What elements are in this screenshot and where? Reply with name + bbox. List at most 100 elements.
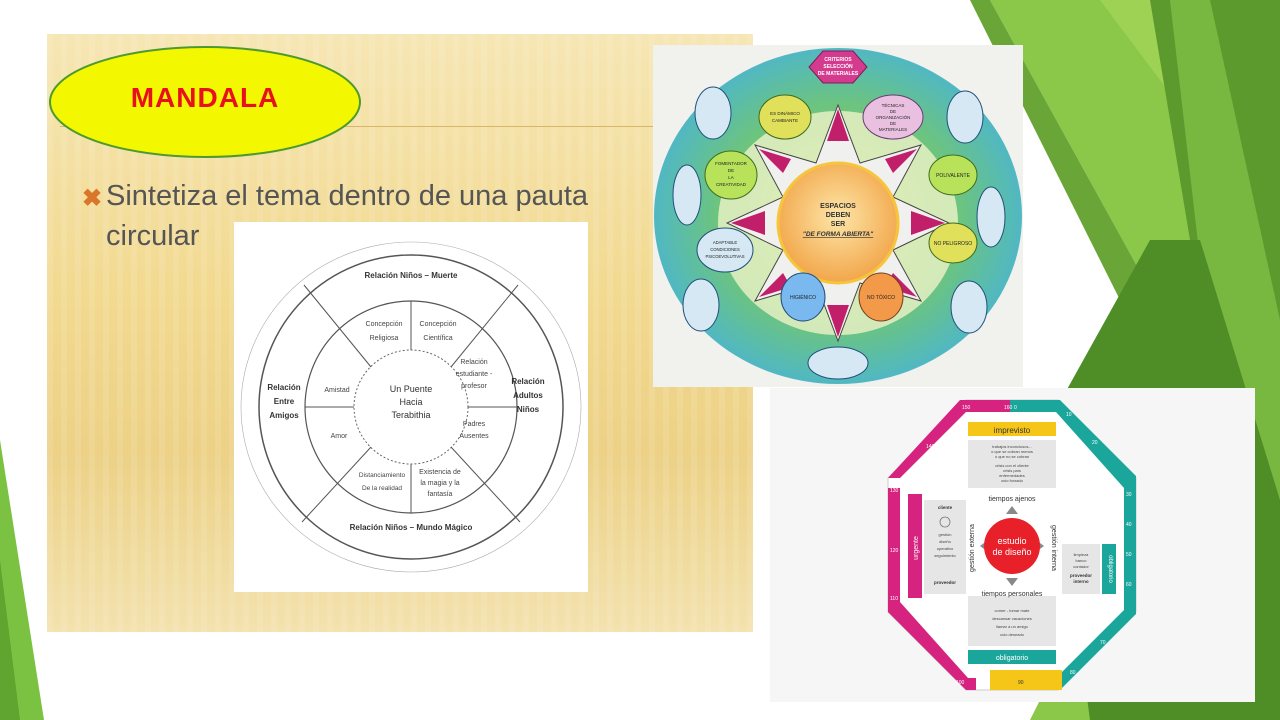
right-note-5: interno [1073, 579, 1089, 584]
estudio-right-label: obligatorio [1107, 555, 1113, 583]
petal-no-peligroso: NO PELIGROSO [934, 241, 972, 247]
estudio-center-2: de diseño [992, 547, 1031, 557]
scale-ticks: 150 160 0 10 20 30 40 50 60 70 80 90 100… [890, 405, 1132, 686]
espacios-top-label-1: CRITERIOS [824, 57, 852, 63]
espacios-center-2: DEBEN [826, 212, 851, 219]
segment-amistad: Amistad [324, 387, 349, 394]
segment-concepcion-religiosa-1: Concepción [366, 321, 403, 328]
relacion-diagram-image: Relación Niños – Muerte Relación Niños –… [234, 222, 588, 592]
right-note-3: contador [1073, 564, 1089, 569]
petal-fomentador-2: DE [728, 168, 734, 173]
petal-tecnicas-2: DE [890, 109, 896, 114]
axis-tiempos-personales: tiempos personales [982, 591, 1043, 598]
segment-relacion-estudiante-3: profesor [461, 383, 487, 390]
label-relacion-amigos-3: Amigos [269, 411, 299, 420]
tick-60: 60 [1126, 582, 1132, 588]
petal-fomentador-4: CREATIVIDAD [716, 182, 747, 187]
left-note-6: proveedor [934, 580, 956, 585]
segment-concepcion-religiosa-2: Religiosa [370, 335, 399, 342]
petal-fomentador-3: LA [728, 175, 734, 180]
right-note-1: limpieza [1074, 552, 1089, 557]
title-ellipse [49, 46, 361, 158]
bullet-line-2: circular [106, 220, 200, 252]
tick-100: 100 [956, 680, 965, 686]
segment-relacion-estudiante-1: Relación [460, 359, 487, 366]
clock-icon [939, 516, 951, 528]
tick-90: 90 [1018, 680, 1024, 686]
tick-40: 40 [1126, 522, 1132, 528]
espacios-center-4: "DE FORMA ABIERTA" [803, 231, 874, 238]
label-relacion-amigos-2: Entre [274, 397, 295, 406]
bottom-note-4: ocio deseado [1000, 632, 1025, 637]
segment-existencia-magia-3: fantasía [428, 491, 453, 498]
label-relacion-mundo-magico: Relación Niños – Mundo Mágico [350, 523, 473, 532]
petal-higienico: HIGIÉNICO [790, 294, 816, 301]
tick-10: 10 [1066, 412, 1072, 418]
center-text-1: Un Puente [390, 384, 433, 394]
petal-no-toxico: NO TÓXICO [867, 294, 895, 301]
petal-dinamico-1: ES DINÁMICO [770, 110, 800, 116]
tick-160: 160 [1004, 405, 1013, 411]
label-relacion-amigos-1: Relación [267, 383, 300, 392]
x-bullet-icon: ✖ [82, 185, 103, 212]
top-note-6: enfermedades [999, 473, 1025, 478]
estudio-top-label: imprevisto [994, 426, 1031, 435]
arrow-up-icon [1006, 506, 1018, 514]
bullet-line-1: Sintetiza el tema dentro de una pauta [106, 180, 589, 212]
panel-divider-line [60, 126, 750, 127]
segment-concepcion-cientifica-1: Concepción [420, 321, 457, 328]
bullet-text: Sintetiza el tema dentro de una pauta ci… [106, 176, 646, 256]
petal-adaptable-3: PSICOEVOLUTIVAS [705, 254, 744, 259]
espacios-mandala: CRITERIOS SELECCIÓN DE MATERIALES ESPACI… [654, 48, 1022, 384]
axis-gestion-interna: gestión interna [1050, 525, 1057, 571]
espacios-mandala-image: CRITERIOS SELECCIÓN DE MATERIALES ESPACI… [653, 45, 1023, 387]
tick-80: 80 [1070, 670, 1076, 676]
estudio-center-1: estudio [997, 536, 1026, 546]
tick-120: 120 [890, 548, 899, 554]
estudio-diseno-diagram: imprevisto obligatorio urgente obligator… [887, 399, 1137, 691]
bottom-note-3: llamar a un amigo [996, 624, 1029, 629]
estudio-left-label: urgente [913, 536, 920, 560]
petal-fomentador-1: FOMENTADOR [715, 161, 747, 166]
espacios-top-label-2: SELECCIÓN [823, 62, 853, 70]
segment-relacion-estudiante-2: estudiante - [456, 371, 493, 378]
top-note-2: o que se cobran menos [991, 449, 1033, 454]
petal-adaptable-1: ADAPTABLE [713, 240, 738, 245]
petal-tecnicas-4: DE [890, 121, 896, 126]
bottom-note-2: descansar vacaciones [992, 616, 1032, 621]
slide-title: MANDALA [130, 82, 280, 113]
petal-tecnicas-3: ORGANIZACIÓN [876, 114, 911, 120]
tick-110: 110 [890, 596, 898, 602]
right-note-2: banco [1076, 558, 1088, 563]
left-note-4: operativo [937, 546, 954, 551]
petal-dinamico-2: CAMBIANTE [772, 118, 798, 123]
tick-50: 50 [1126, 552, 1132, 558]
espacios-center-3: SER [831, 221, 845, 228]
left-note-1: cliente [938, 505, 953, 510]
segment-existencia-magia-2: la magia y la [420, 480, 459, 487]
right-note-4: proveedor [1070, 573, 1092, 578]
segment-padres-ausentes-2: Ausentes [459, 433, 489, 440]
petal-adaptable-2: CONDICIONES [710, 247, 740, 252]
top-note-5: crisis país [1003, 468, 1021, 473]
tick-70: 70 [1100, 640, 1106, 646]
label-relacion-adultos-3: Niños [517, 405, 540, 414]
center-text-3: Terabithia [391, 410, 430, 420]
segment-distanciamiento-2: De la realidad [362, 485, 402, 492]
estudio-bottom-label: obligatorio [996, 655, 1028, 662]
segment-concepcion-cientifica-2: Científica [423, 335, 452, 342]
top-note-3: o que no se cobran [995, 454, 1029, 459]
petal-tecnicas-1: TÉCNICAS [882, 102, 905, 108]
tick-140: 140 [926, 444, 935, 450]
estudio-diseno-image: imprevisto obligatorio urgente obligator… [770, 388, 1255, 702]
left-note-3: diseño [939, 539, 952, 544]
label-relacion-adultos-2: Adultos [513, 391, 543, 400]
segment-existencia-magia-1: Existencia de [419, 469, 461, 476]
espacios-center-1: ESPACIOS [820, 203, 856, 210]
label-relacion-muerte: Relación Niños – Muerte [365, 271, 458, 280]
petal-tecnicas-5: MATERIALES [879, 127, 907, 132]
tick-150: 150 [962, 405, 971, 411]
espacios-top-label-3: DE MATERIALES [818, 71, 859, 77]
segment-amor: Amor [331, 433, 348, 440]
center-text-2: Hacia [399, 397, 422, 407]
